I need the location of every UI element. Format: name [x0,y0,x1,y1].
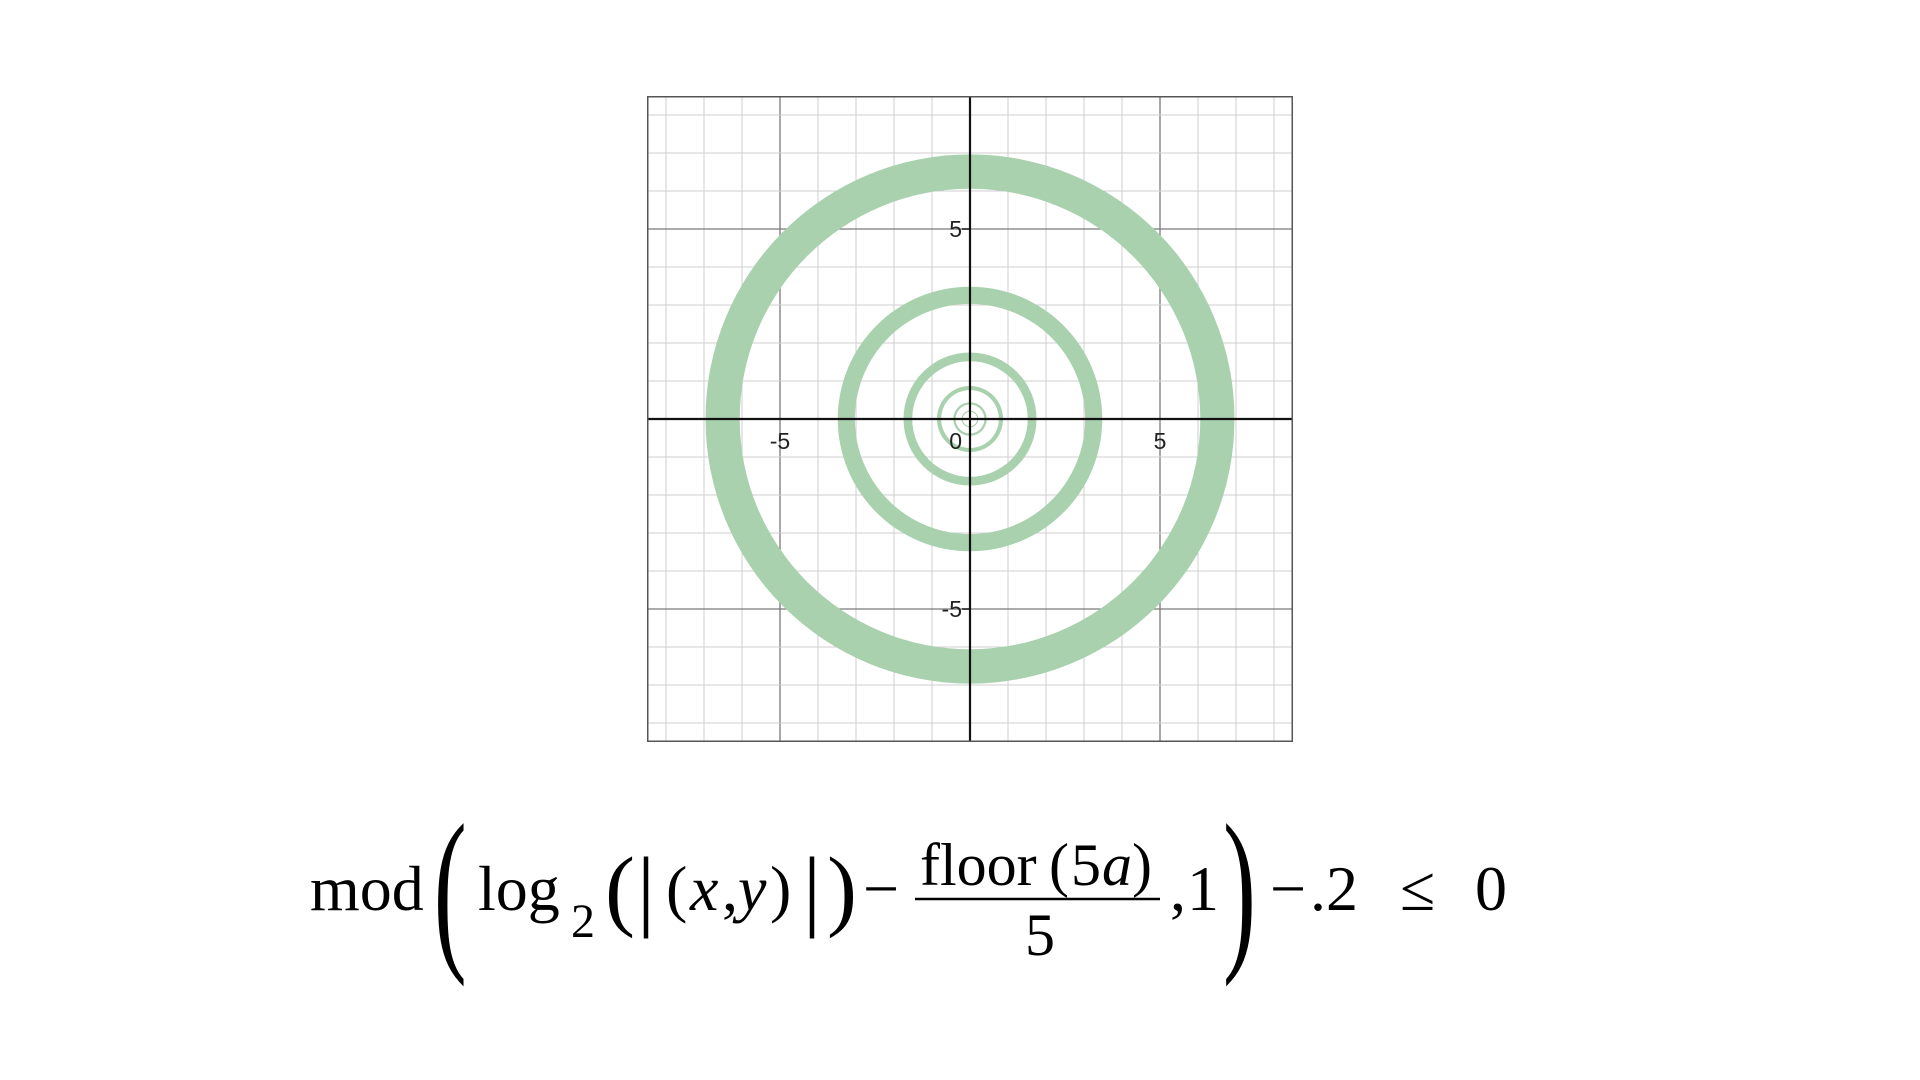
mod-open-paren: ( [434,805,467,988]
numerator-close-paren: ) [1132,832,1152,898]
mod-function: mod [310,853,424,924]
graph-canvas[interactable]: -5 0 5 5 -5 [647,96,1293,742]
origin-label: 0 [949,428,962,454]
log-base: 2 [571,895,595,948]
minus-sign-2: − [1270,853,1306,924]
constant: .2 [1310,853,1358,924]
variable-a: a [1102,832,1132,898]
axes [647,96,1293,742]
variable-x: x [689,853,718,924]
numerator-open-paren: ( [1049,832,1069,898]
leq-sign: ≤ [1400,853,1435,924]
mod-comma: , [1170,853,1186,924]
numerator-five: 5 [1071,832,1101,898]
graph-border [647,96,1293,742]
minus-sign: − [863,853,899,924]
variable-y: y [732,853,767,924]
point-open-paren: ( [666,853,687,924]
abs-bar-left: | [637,840,655,939]
x-tick-label-neg5: -5 [770,428,790,454]
graph-panel: -5 0 5 5 -5 [647,96,1293,742]
tick-labels: -5 0 5 5 -5 [770,216,1167,622]
point-close-paren: ) [770,853,791,924]
x-tick-label-5: 5 [1154,428,1167,454]
denominator: 5 [1025,902,1055,968]
y-tick-label-neg5: -5 [942,596,962,622]
numerator-floor: floor [920,832,1037,898]
right-hand-side: 0 [1475,853,1507,924]
point-comma: , [722,853,738,924]
log-open-paren: ( [605,840,635,939]
y-tick-label-5: 5 [949,216,962,242]
log-function: log [478,853,560,924]
formula-canvas: mod ( log 2 ( | ( x , y ) | ) − floor ( … [310,805,1507,988]
abs-bar-right: | [803,840,821,939]
mod-divisor: 1 [1187,853,1219,924]
inequality-formula: mod ( log 2 ( | ( x , y ) | ) − floor ( … [0,805,1920,1005]
mod-close-paren: ) [1223,805,1256,988]
log-close-paren: ) [827,840,857,939]
